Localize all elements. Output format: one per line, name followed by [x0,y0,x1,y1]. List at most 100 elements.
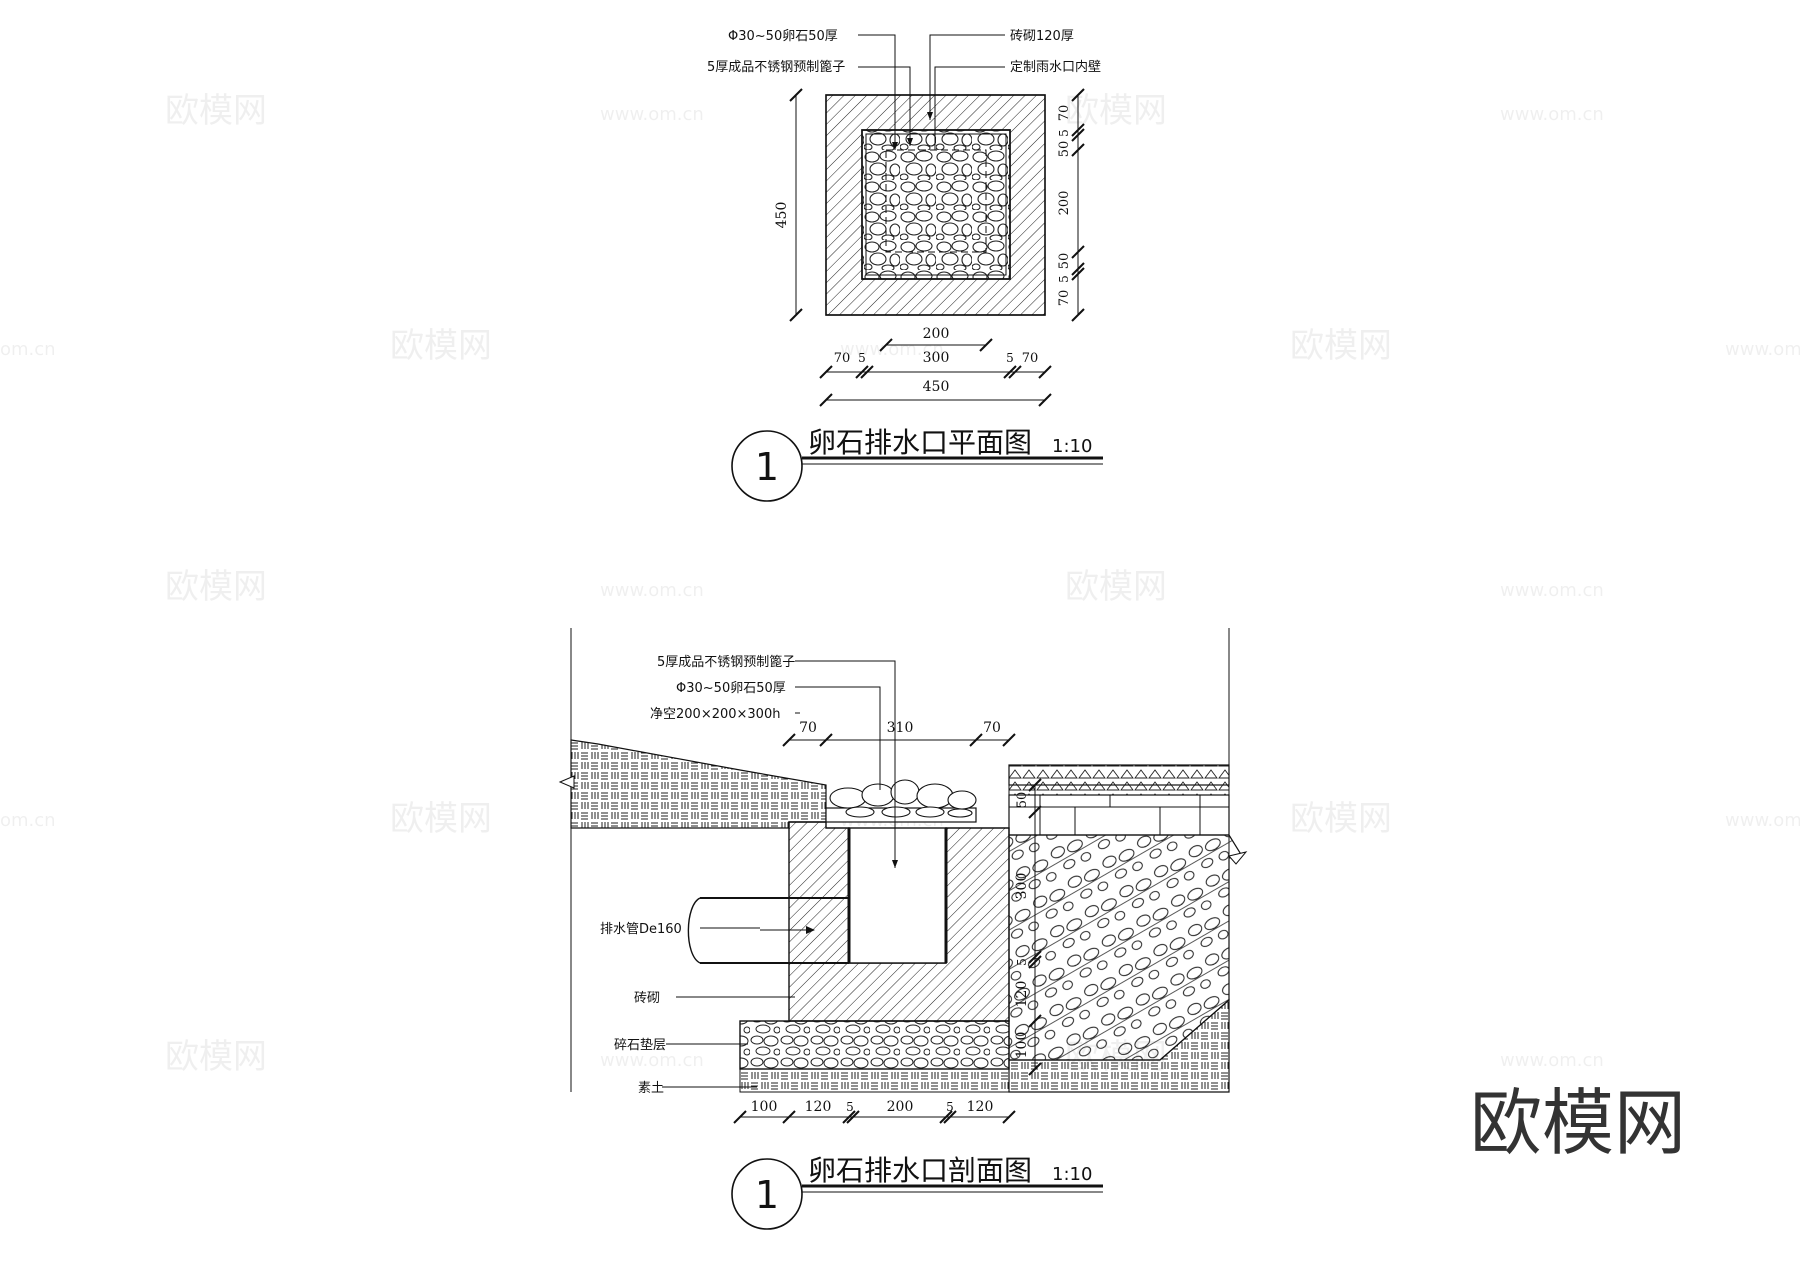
leader-arrow [892,860,898,868]
plan-number-circle [731,430,803,502]
label-section-cage: 5厚成品不锈钢预制篦子 [657,655,795,670]
dim-section-bottom-2: 5 [846,1100,854,1114]
dim-section-top-0: 70 [799,720,817,736]
dim-section-bottom-3: 200 [887,1099,914,1115]
dim-tick [979,338,993,352]
label-section-soil: 素土 [638,1081,664,1096]
label-brick: 砖砌120厚 [1010,29,1074,44]
leader-brick [929,34,1005,120]
leader-section-pebble [795,686,881,790]
pipe-flow-arrow [806,926,815,934]
dim-section-right-4: 100 [1014,1032,1030,1059]
leader-cage [858,66,911,146]
section-break-left [558,775,575,789]
watermark-url: www.om.cn [1725,810,1800,831]
section-left-ground [570,739,827,829]
section-soil-base [739,1068,1010,1093]
watermark-brand: 欧模网 [165,1037,267,1077]
watermark-brand: 欧模网 [1065,567,1167,607]
section-paving-blocks [1008,794,1230,836]
dim-ticks-section-right [1028,778,1042,1076]
label-section-brick: 砖砌 [634,991,660,1006]
plan-pebble-fill [861,129,1011,280]
watermark-url: om.cn [0,339,56,360]
plan-number: 1 [755,445,779,489]
dim-section-bottom-5: 120 [967,1099,994,1115]
watermark-url: www.om.cn [1500,580,1604,601]
watermark-url: om.cn [0,810,56,831]
dim-tick [789,308,803,322]
plan-view: Φ30~50卵石50厚 5厚成品不锈钢预制篦子 砖砌120厚 定制雨水口内壁 4… [707,29,1103,502]
dim-section-right-3: 120 [1014,981,1030,1008]
section-title: 卵石排水口剖面图 [808,1154,1032,1187]
plan-title: 卵石排水口平面图 [808,426,1032,459]
dim-left-total: 450 [774,202,790,229]
section-pipe [700,897,849,964]
watermark-brand: 欧模网 [1065,91,1167,131]
dim-ticks-section-bottom [733,1110,1016,1124]
label-cage: 5厚成品不锈钢预制篦子 [707,60,845,75]
label-section-gravel: 碎石垫层 [614,1037,666,1053]
dim-bottom-mid-0: 70 [834,351,851,366]
dim-bottom-mid-4: 70 [1022,351,1039,366]
dim-section-bottom-1: 120 [805,1099,832,1115]
section-paving-bed [1008,784,1230,796]
dim-tick [1038,393,1052,407]
section-number: 1 [755,1173,779,1217]
dim-right-4: 50 [1057,253,1072,270]
dim-bottom-200: 200 [923,326,950,342]
section-break-right [1228,851,1248,865]
section-pipe-end [687,897,701,964]
leader-arrow [907,138,913,146]
dim-bottom-total: 450 [923,379,950,395]
leader-section-cage [795,660,896,868]
watermark-brand: 欧模网 [165,567,267,607]
label-section-clear: 净空200×200×300h [650,707,780,722]
watermark-brand: 欧模网 [390,799,492,839]
dim-section-top-1: 310 [887,720,914,736]
watermark-brand: 欧模网 [390,326,492,366]
dim-section-bottom-4: 5 [946,1100,954,1114]
watermark-url: www.om.cn [600,1050,704,1071]
dim-section-top-2: 70 [983,720,1001,736]
section-view: 5厚成品不锈钢预制篦子 Φ30~50卵石50厚 净空200×200×300h 排… [558,628,1248,1230]
watermark-url: www.om.cn [1725,339,1800,360]
dim-right-3: 200 [1057,191,1072,216]
section-paving-top [1008,764,1230,786]
dim-section-right-0: 50 [1015,792,1030,809]
leader-pebble [858,34,896,150]
dim-tick [789,88,803,102]
plan-inner-wall-outline [885,149,987,253]
plan-cage-edge [865,133,1007,276]
section-chamber [848,827,947,964]
dim-section-right-2: 5 [1015,958,1029,966]
label-section-pipe: 排水管De160 [600,922,682,937]
dim-right-6: 70 [1057,290,1072,307]
dim-bottom-mid-3: 5 [1006,351,1014,365]
section-scale: 1:10 [1052,1164,1092,1185]
section-gravel-bed [739,1020,1010,1070]
watermark-url: www.om.cn [1500,104,1604,125]
label-pebble: Φ30~50卵石50厚 [728,29,838,44]
dim-ticks-section-top [782,733,1016,747]
label-inner-wall: 定制雨水口内壁 [1010,59,1101,75]
watermark-url: www.om.cn [600,580,704,601]
dim-ticks-right [1071,88,1085,322]
leader-inner-wall [934,66,1005,150]
section-top-pebbles [829,779,977,818]
dim-right-0: 70 [1057,105,1072,122]
leader-arrow [927,112,933,120]
watermark-brand: 欧模网 [1290,326,1392,366]
section-number-circle [731,1158,803,1230]
dim-section-right-1: 300 [1014,873,1030,900]
dim-right-5: 5 [1057,275,1071,283]
dim-ticks-bottom [819,365,1052,379]
dim-bottom-mid-2: 300 [923,350,950,366]
watermark-url: www.om.cn [1500,1050,1604,1071]
dim-right-2: 50 [1057,141,1072,158]
dim-tick [879,338,893,352]
dim-right-1: 5 [1057,129,1071,137]
dim-bottom-mid-1: 5 [858,351,866,365]
watermark-logo-brand: 欧模网 [1470,1081,1686,1165]
